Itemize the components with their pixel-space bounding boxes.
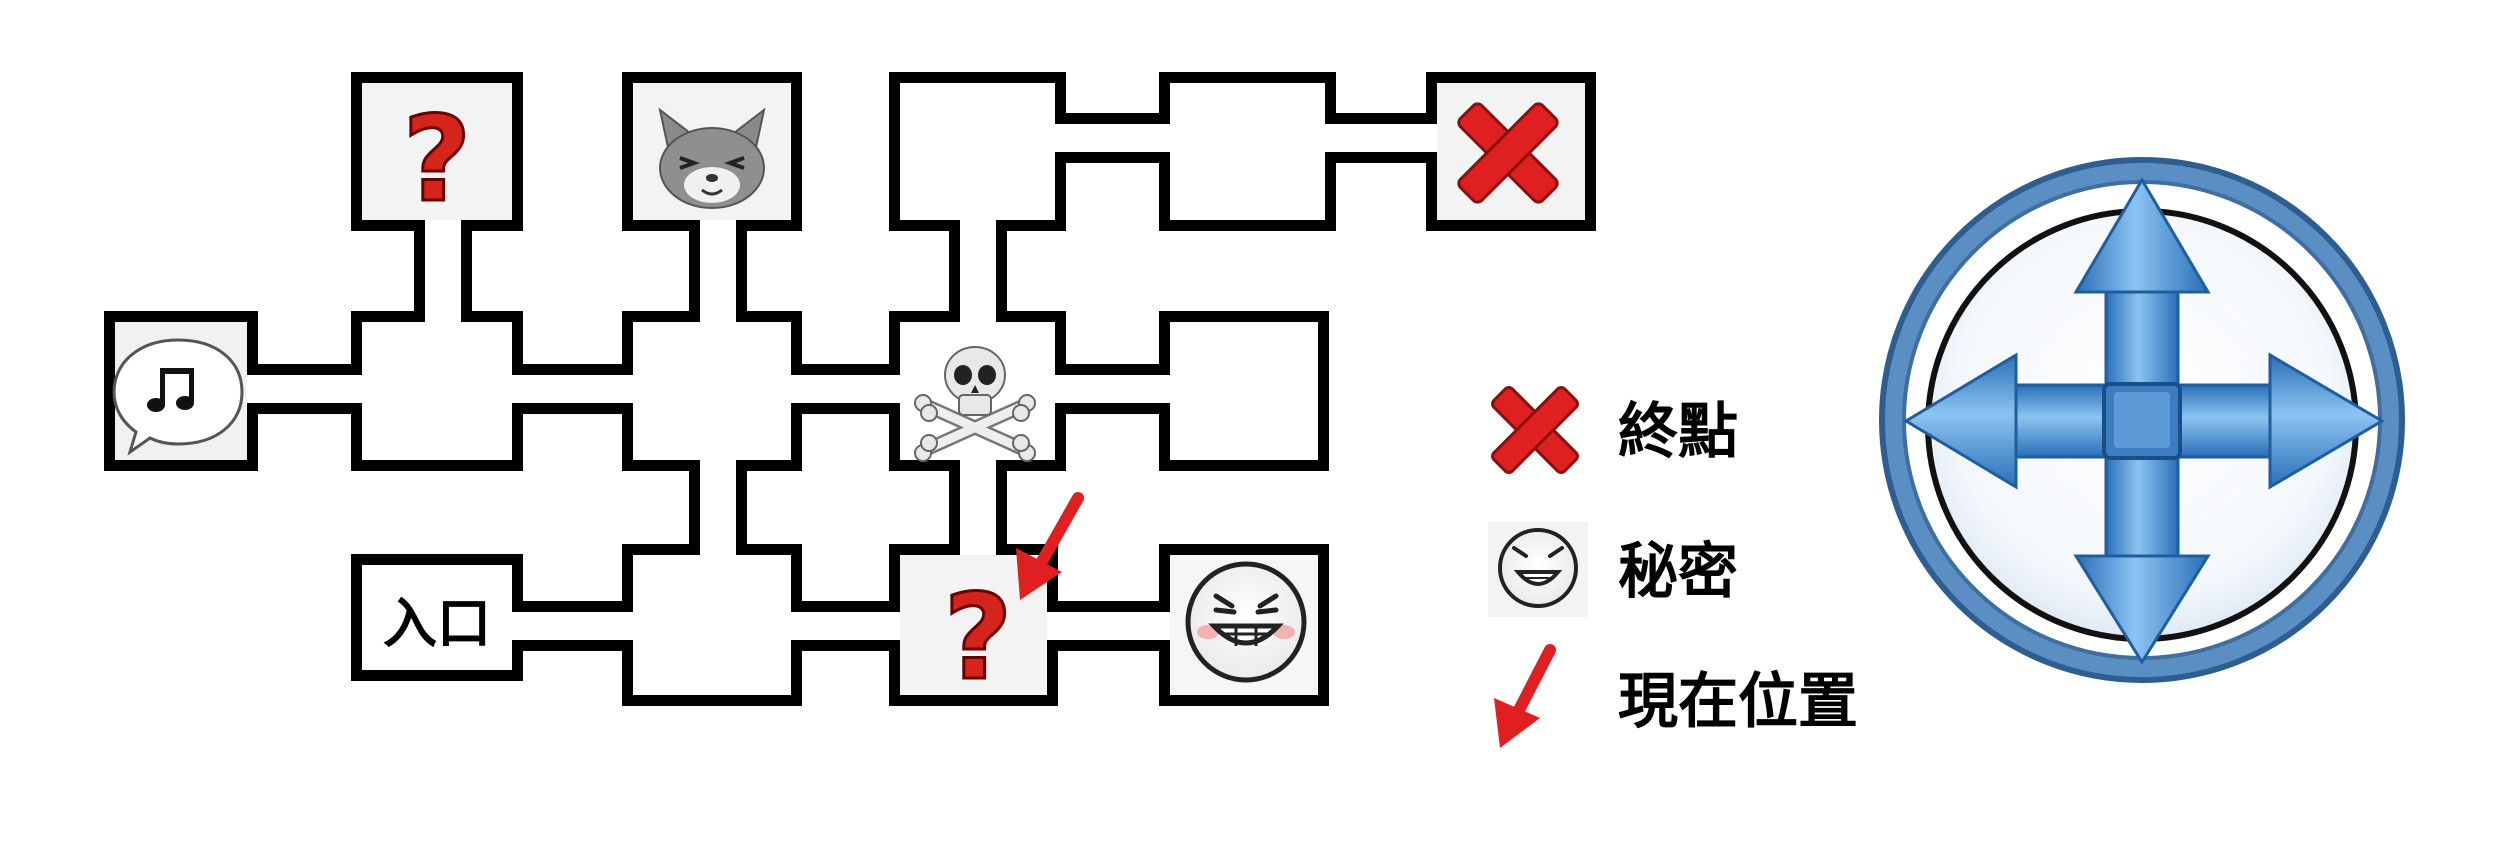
legend-goal-label: 終點 — [1618, 397, 1738, 467]
room-mystery-current[interactable]: ? — [900, 492, 1084, 708]
question-mark-icon: ? — [944, 568, 1012, 706]
legend-goal: 終點 — [1491, 386, 1738, 474]
maze-map — [104, 72, 1596, 706]
maze-cell — [633, 322, 791, 460]
maze-cell — [1055, 375, 1170, 403]
dpad-right-button[interactable] — [2268, 352, 2385, 490]
maze-cell — [791, 612, 900, 640]
maze-cell — [900, 83, 1055, 220]
dpad-down-button[interactable] — [2073, 554, 2211, 665]
room-entrance[interactable]: 入口 — [383, 592, 491, 655]
red-x-icon — [1491, 386, 1579, 474]
maze-cell — [1047, 612, 1170, 640]
dpad-center-button[interactable] — [2102, 382, 2182, 460]
question-mark-icon: ? — [403, 90, 471, 228]
red-x-icon — [1457, 102, 1559, 204]
dpad-left-button[interactable] — [1903, 352, 2018, 490]
maze-cell — [362, 565, 512, 670]
skull-crossbones-icon — [914, 346, 1036, 462]
maze-cell — [1325, 124, 1437, 152]
music-bubble-icon — [112, 338, 244, 456]
maze-cell — [960, 460, 996, 555]
maze-cell — [1055, 124, 1170, 152]
room-cat[interactable] — [633, 83, 791, 220]
grinning-face-icon — [1185, 561, 1307, 683]
legend: 終點 秘密 現在位置 — [1488, 386, 1858, 748]
room-music[interactable] — [112, 322, 247, 460]
maze-cell — [512, 375, 633, 403]
room-goal[interactable] — [1426, 71, 1590, 235]
maze-cell — [700, 460, 736, 555]
maze-cell — [791, 375, 900, 403]
maze-cell — [425, 220, 461, 322]
grinning-face-icon — [1498, 528, 1578, 608]
maze-cell — [700, 220, 736, 322]
legend-current-label: 現在位置 — [1618, 667, 1858, 737]
current-position-marker — [1016, 492, 1084, 600]
room-danger[interactable] — [914, 346, 1036, 462]
maze-cell — [247, 375, 362, 403]
maze-cell — [633, 555, 791, 695]
maze-cell — [960, 220, 996, 322]
room-mystery-top[interactable]: ? — [362, 83, 512, 230]
room-secret[interactable] — [1170, 555, 1318, 695]
maze-cell — [362, 322, 512, 460]
entrance-label: 入口 — [383, 592, 491, 655]
legend-secret: 秘密 — [1488, 522, 1738, 617]
legend-current: 現在位置 — [1494, 644, 1858, 748]
cat-face-icon — [658, 107, 766, 209]
dpad-up-button[interactable] — [2073, 177, 2211, 294]
legend-secret-label: 秘密 — [1618, 537, 1738, 607]
maze-cell — [1170, 83, 1325, 220]
dpad-control[interactable] — [1879, 157, 2405, 683]
maze-cell — [512, 612, 633, 640]
red-arrow-icon — [1494, 644, 1556, 748]
maze-cell — [1170, 322, 1318, 460]
